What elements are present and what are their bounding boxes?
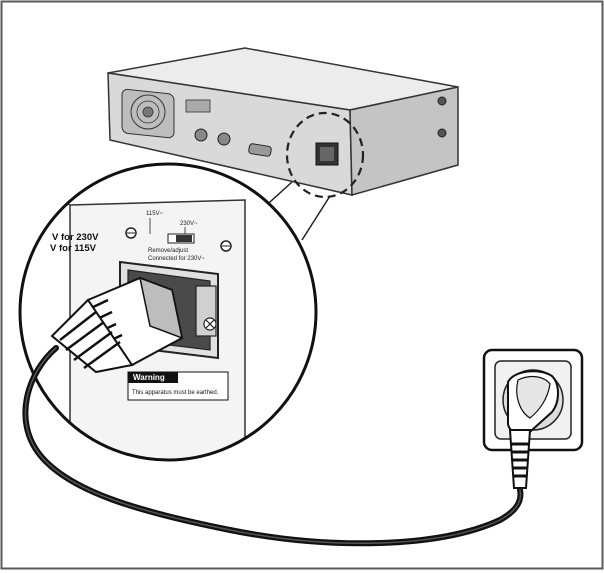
warning-label: Warning This apparatus must be earthed.: [127, 371, 229, 401]
iec-plug-grip: [50, 298, 134, 374]
iec-plug: [50, 276, 184, 374]
fan-grill: [121, 88, 175, 139]
magnifier-ring: [18, 162, 318, 462]
device-label-block: [185, 99, 211, 113]
wall-plug: [507, 370, 559, 489]
warning-text: This apparatus must be earthed.: [132, 390, 219, 396]
voltage-label-115: V for 115V: [50, 243, 97, 254]
side-screw: [437, 128, 447, 138]
connector: [194, 128, 208, 142]
selector-label-230: 230V~: [180, 221, 198, 227]
warning-title: Warning: [133, 373, 165, 382]
side-screw: [437, 96, 447, 106]
magnified-view: 115V~ 230V~ Remove/adjust Connected for …: [18, 162, 318, 462]
selector-label-115: 115V~: [146, 211, 164, 217]
device-side: [349, 86, 459, 196]
device-unit: [107, 47, 459, 199]
inlet-highlight-circle: [285, 111, 365, 199]
callout-line: [301, 195, 331, 241]
dsub-connector: [248, 143, 272, 157]
selector-note-2: Connected for 230V~: [148, 256, 205, 262]
voltage-selector: 115V~ 230V~ Remove/adjust Connected for …: [146, 211, 205, 262]
selector-note-1: Remove/adjust: [148, 248, 188, 254]
voltage-label-230: V for 230V: [52, 232, 99, 243]
connector: [217, 132, 231, 146]
